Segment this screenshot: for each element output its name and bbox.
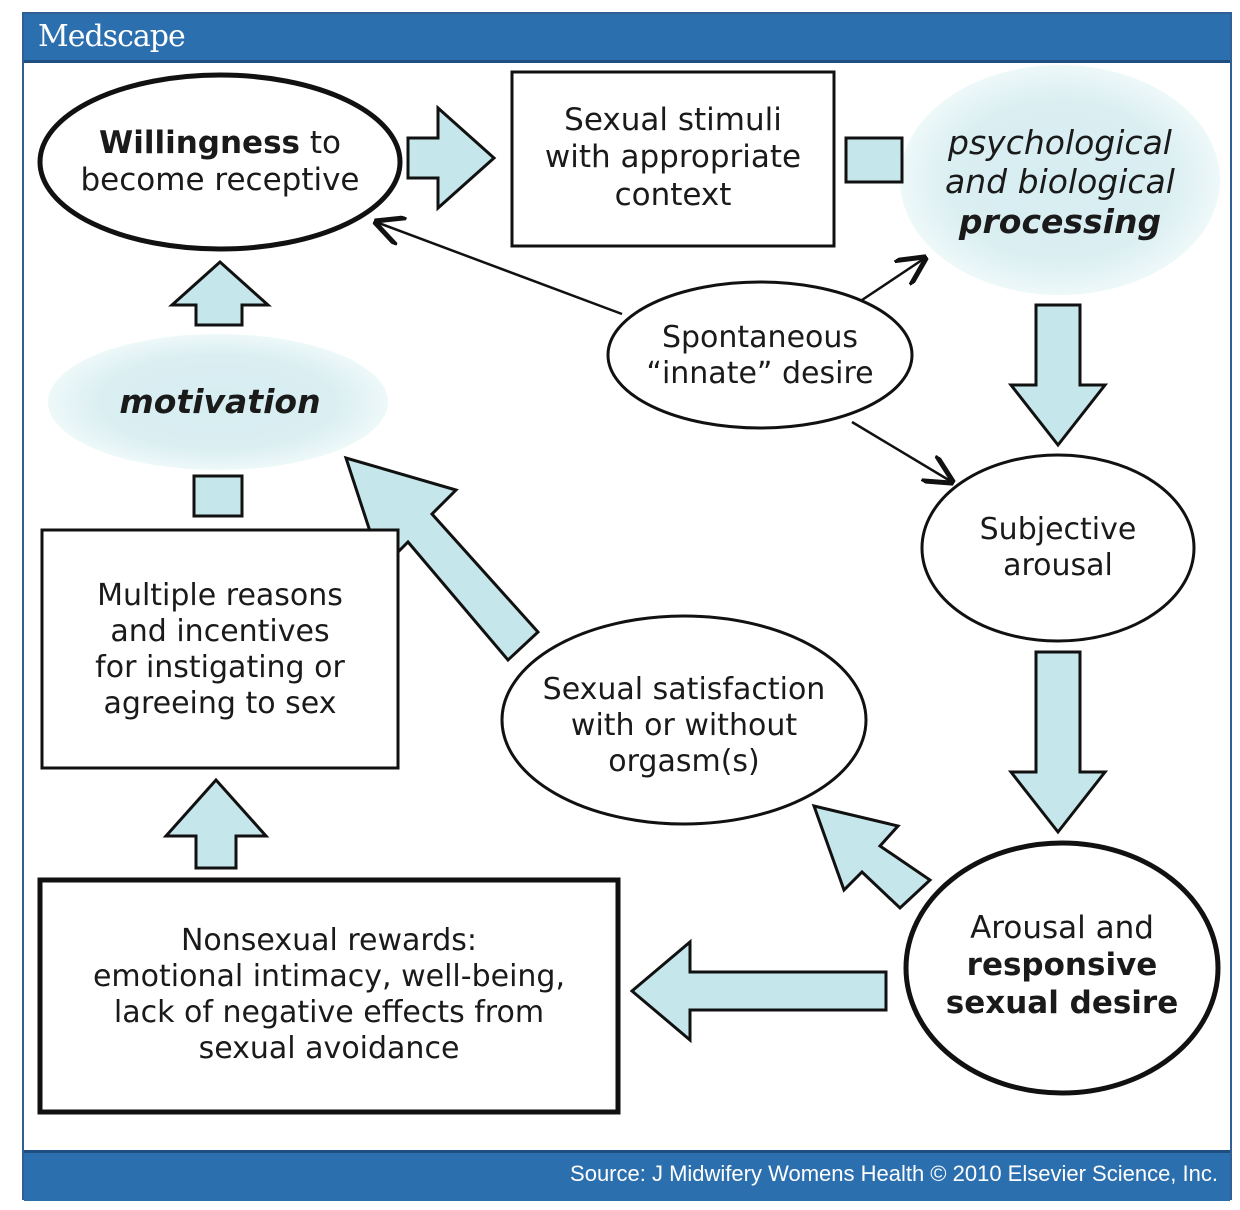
processing-line2: and biological (945, 162, 1175, 202)
arrow-arousal-to-nonsexual (629, 938, 888, 1044)
processing-glow (900, 65, 1220, 295)
stimuli-line2: with appropriate (544, 139, 802, 176)
reasons-line2: and incentives (110, 614, 330, 649)
arousal-desire-line3: sexual desire (945, 984, 1179, 1021)
arrow-arousal-to-satisfaction (811, 803, 933, 911)
reasons-line3: for instigating or (95, 650, 345, 685)
nonsexual-label: Nonsexual rewards: emotional intimacy, w… (44, 905, 614, 1085)
willingness-line2: become receptive (80, 162, 360, 198)
arrow-spontaneous-to-willingness (376, 222, 623, 316)
motivation-label: motivation (119, 382, 321, 422)
arousal-desire-line1: Arousal and (970, 910, 1154, 947)
footer-bar: Source: J Midwifery Womens Health © 2010… (24, 1150, 1230, 1201)
reasons-box (40, 528, 400, 770)
stimuli-line1: Sexual stimuli (564, 102, 782, 139)
arousal-desire-label: Arousal and responsive sexual desire (920, 898, 1204, 1034)
header-bar: Medscape (24, 14, 1230, 63)
satisfaction-line1: Sexual satisfaction (542, 672, 826, 707)
stimuli-box (510, 70, 836, 248)
nonsexual-line4: sexual avoidance (198, 1031, 460, 1066)
willingness-ellipse (37, 72, 403, 252)
arrow-motivation-to-willingness (168, 259, 272, 327)
brand-logo: Medscape (38, 19, 186, 54)
stimuli-line3: context (614, 176, 732, 213)
arrow-processing-to-subjective (1007, 303, 1109, 448)
nonsexual-line3: lack of negative effects from (113, 995, 545, 1030)
arousal-desire-line2: responsive (966, 947, 1158, 984)
arrow-reasons-to-motivation (192, 474, 244, 518)
nonsexual-line2: emotional intimacy, well-being, (92, 959, 566, 994)
processing-label: psychological and biological processing (920, 112, 1200, 252)
spontaneous-line2: “innate” desire (646, 356, 874, 391)
arrow-spontaneous-to-subjective (851, 420, 952, 482)
processing-line3: processing (958, 201, 1162, 241)
arrow-willingness-to-stimuli (406, 104, 497, 212)
willingness-bold-text: Willingness (99, 124, 300, 161)
arrow-nonsexual-to-reasons (162, 777, 270, 870)
subjective-line2: arousal (1003, 548, 1113, 583)
arrow-spontaneous-to-processing (861, 258, 925, 302)
subjective-line1: Subjective (979, 512, 1137, 547)
arousal-desire-ellipse (903, 840, 1221, 1096)
willingness-to-text: to (299, 124, 341, 161)
satisfaction-line3: orgasm(s) (608, 744, 760, 779)
reasons-label: Multiple reasons and incentives for inst… (44, 560, 396, 740)
motivation-glow (48, 334, 388, 470)
satisfaction-ellipse (500, 614, 868, 826)
reasons-line4: agreeing to sex (103, 686, 337, 721)
arrow-satisfaction-to-motivation (343, 455, 541, 663)
willingness-label: Willingness to become receptive (50, 110, 390, 214)
subjective-ellipse (920, 453, 1196, 643)
arrow-subjective-to-arousal (1007, 650, 1109, 835)
processing-line1: psychological (948, 122, 1172, 162)
satisfaction-line2: with or without (570, 708, 798, 743)
subjective-label: Subjective arousal (930, 505, 1186, 591)
nonsexual-box (37, 877, 621, 1115)
source-citation: Source: J Midwifery Womens Health © 2010… (570, 1161, 1218, 1186)
arrow-stimuli-to-processing (844, 136, 904, 184)
nonsexual-line1: Nonsexual rewards: (180, 923, 478, 958)
spontaneous-line1: Spontaneous (661, 320, 859, 355)
satisfaction-label: Sexual satisfaction with or without orga… (510, 664, 858, 788)
stimuli-label: Sexual stimuli with appropriate context (514, 90, 832, 226)
spontaneous-ellipse (606, 280, 914, 430)
spontaneous-label: Spontaneous “innate” desire (616, 312, 904, 400)
reasons-line1: Multiple reasons (97, 578, 343, 613)
